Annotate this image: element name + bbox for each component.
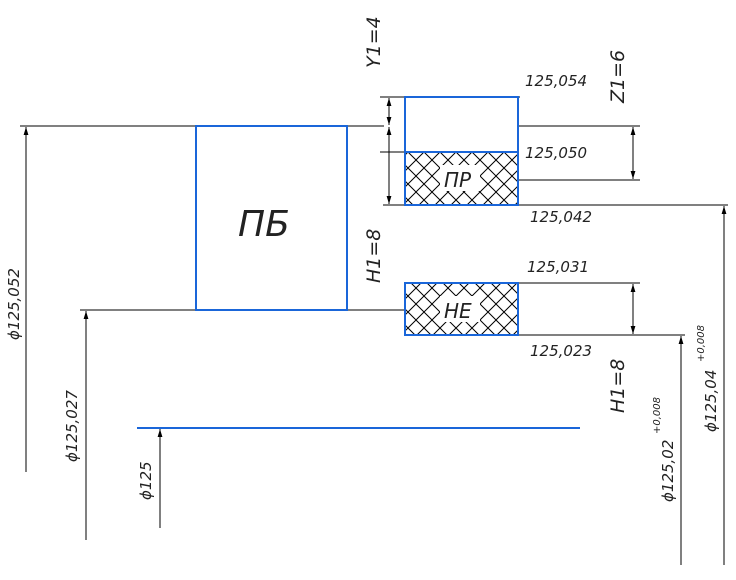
pb-part-field bbox=[195, 125, 348, 311]
d125-052-label: ϕ125,052 bbox=[5, 268, 23, 340]
d125-04-label: ϕ125,04 bbox=[702, 370, 720, 432]
value-125-050: 125,050 bbox=[525, 144, 587, 162]
pr-label-bg bbox=[440, 165, 480, 191]
z1-label: Z1=6 bbox=[607, 50, 629, 104]
pb-label: ПБ bbox=[238, 204, 290, 245]
d125-label: ϕ125 bbox=[137, 461, 155, 500]
y1-label: Y1=4 bbox=[363, 16, 385, 68]
value-125-054: 125,054 bbox=[525, 72, 587, 90]
d125-02-label: ϕ125,02 bbox=[659, 440, 677, 502]
d125-04-tolerance: +0,008 bbox=[696, 325, 707, 362]
value-125-023: 125,023 bbox=[530, 342, 592, 360]
d125-027-label: ϕ125,027 bbox=[63, 390, 81, 462]
wear-field bbox=[404, 96, 519, 153]
ne-label: НЕ bbox=[444, 299, 472, 323]
d125-02-tolerance: +0,008 bbox=[652, 397, 663, 434]
value-125-042: 125,042 bbox=[530, 208, 592, 226]
ne-label-bg bbox=[440, 296, 480, 322]
value-125-031: 125,031 bbox=[527, 258, 589, 276]
h1-right-label: H1=8 bbox=[607, 359, 629, 413]
pr-label: ПР bbox=[444, 168, 472, 192]
h1-left-label: H1=8 bbox=[363, 229, 385, 283]
